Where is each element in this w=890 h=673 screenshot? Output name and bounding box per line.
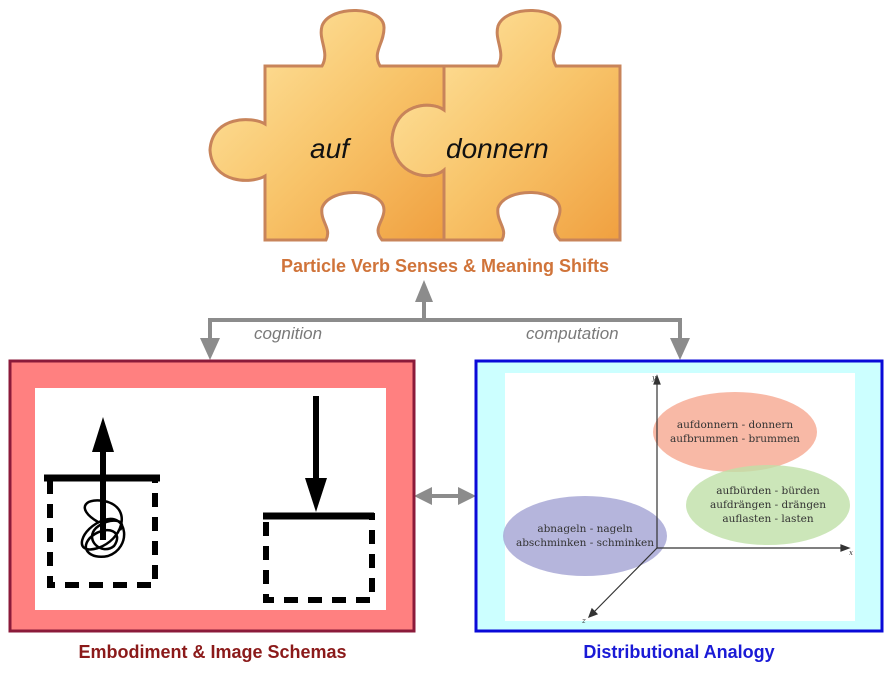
diagram-title: Particle Verb Senses & Meaning Shifts [280,256,610,276]
pair-abschminken: abschminken - schminken [515,537,655,549]
cluster-aufbuerden [686,465,850,545]
cluster-abnageln [503,496,667,576]
coordinate-axes [587,374,851,619]
pair-aufdraengen: aufdrängen - drängen [709,499,827,511]
cluster-aufbuerden-text: aufbürden - bürden aufdrängen - drängen … [688,484,848,526]
arrow-head-right-down [670,338,690,360]
right-panel-caption: Distributional Analogy [583,642,775,662]
pair-auflasten: auflasten - lasten [722,513,814,525]
containment-schema-out [44,417,160,588]
contact-schema-down [263,396,375,603]
puzzle-word-donnern: donnern [446,133,549,164]
cluster-aufdonnern-text: aufdonnern - donnern aufbrummen - brumme… [655,418,815,446]
pair-aufdonnern: aufdonnern - donnern [676,419,794,431]
pair-aufbrummen: aufbrummen - brummen [670,433,800,445]
puzzle-word-auf: auf [310,133,349,164]
arrow-label-computation: computation [526,324,619,343]
axis-label-y: y [651,374,657,382]
left-panel-canvas [35,388,386,610]
cluster-abnageln-text: abnageln - nageln abschminken - schminke… [504,522,666,550]
pair-aufbuerden: aufbürden - bürden [716,485,820,497]
puzzle-piece-right [390,9,622,242]
arrow-head-right [458,487,476,505]
axis-label-x: x [849,549,853,557]
arrow-head-left [414,487,432,505]
arrow-label-cognition: cognition [254,324,323,343]
pair-abnageln: abnageln - nageln [537,523,633,535]
cluster-aufdonnern [653,392,817,472]
arrow-head-up [415,280,433,302]
axis-label-z: z [581,617,586,625]
left-panel-caption: Embodiment & Image Schemas [78,642,347,662]
arrow-head-left-down [200,338,220,360]
